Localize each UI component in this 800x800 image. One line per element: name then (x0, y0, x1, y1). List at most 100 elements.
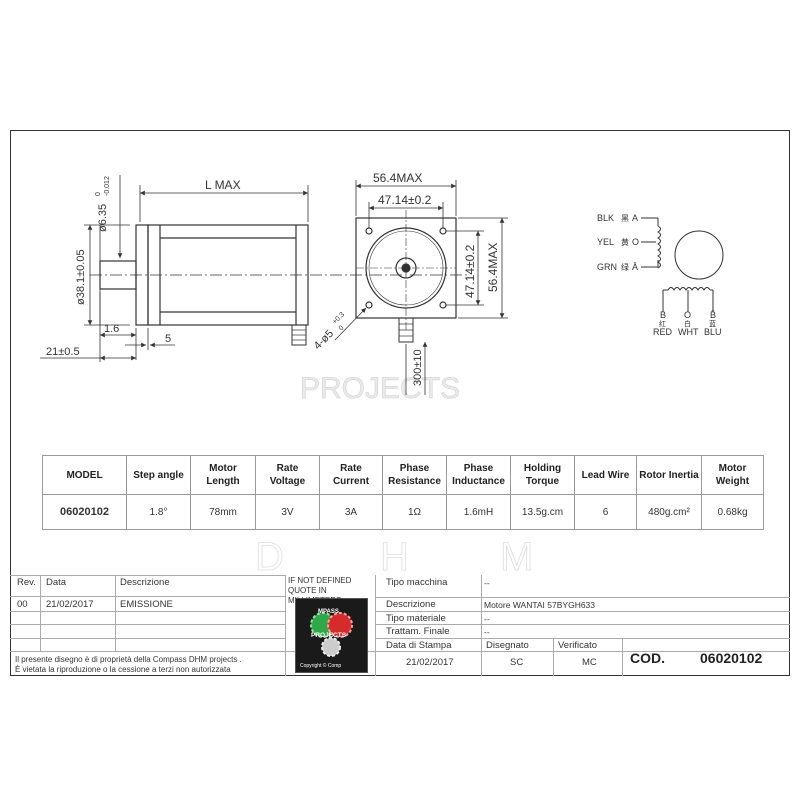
dim-1-6: 1.6 (104, 323, 119, 335)
tb-trattam-label: Trattam. Finale (386, 626, 450, 637)
spec-cell: 3V (255, 494, 320, 530)
tb-line (375, 638, 790, 639)
logo-text-1: MPASS (318, 609, 339, 615)
spec-cell: 78mm (190, 494, 256, 530)
wire-code-a1: YEL (597, 237, 614, 247)
tb-line (481, 575, 482, 651)
tb-line (40, 575, 41, 651)
dim-holes-tol-lower: 0 (338, 325, 346, 333)
wire-code-b0: RED (653, 327, 673, 337)
tb-line (10, 596, 285, 597)
logo-text-2: PROJECTS (311, 632, 347, 639)
spec-header: Phase Inductance (446, 455, 511, 495)
tb-rev-label: Rev. (17, 577, 36, 588)
tb-descrizione-label: Descrizione (120, 577, 170, 588)
tb-line (115, 575, 116, 651)
spec-cell: 480g.cm² (636, 494, 702, 530)
tb-line (10, 624, 285, 625)
wire-phase-b1: O (684, 310, 691, 320)
tb-descrizione2-label: Descrizione (386, 599, 436, 610)
spec-cell: 3A (319, 494, 383, 530)
tb-line (10, 651, 790, 652)
watermark-projects: PROJECTS (300, 372, 460, 405)
spec-header: Lead Wire (574, 455, 637, 495)
wire-phase-a1: O (632, 237, 639, 247)
dim-holes: 4-ø5 (312, 328, 336, 352)
tb-line (375, 597, 790, 598)
wire-phase-b0: B (660, 310, 666, 320)
tb-property-note-2: È vietata la riproduzione o la cessione … (15, 665, 231, 674)
tb-data-stampa-value: 21/02/2017 (406, 657, 454, 668)
dim-21: 21±0.5 (46, 346, 80, 358)
tb-tipo-macchina-value: -- (484, 578, 490, 588)
tb-disegnato-label: Disegnato (486, 640, 529, 651)
spec-header: Rate Voltage (255, 455, 320, 495)
watermark-m: M (500, 535, 533, 579)
drawing-sheet (10, 130, 790, 676)
tb-verificato-value: MC (582, 657, 597, 668)
tb-tipo-materiale-value: -- (484, 614, 490, 624)
tb-cod-label: COD. (630, 650, 665, 666)
wire-cn-b0: 红 (659, 319, 666, 328)
spec-header: Holding Torque (510, 455, 575, 495)
wire-cn-b2: 蓝 (709, 319, 716, 328)
wire-cn-b1: 白 (684, 319, 691, 328)
spec-cell: 13.5g.cm (510, 494, 575, 530)
dim-shaft-tol-upper: 0 (95, 192, 102, 196)
tb-disegnato-value: SC (510, 657, 524, 668)
wire-phase-b2: B̄ (710, 310, 716, 320)
tb-trattam-value: -- (484, 627, 490, 637)
tb-line (10, 638, 285, 639)
dim-pilot-dia: ø38.1±0.05 (75, 249, 87, 305)
tb-line (481, 638, 482, 676)
front-view-dimensions (334, 180, 508, 395)
dim-length: L MAX (205, 178, 241, 192)
tb-line (285, 575, 286, 676)
spec-header: MODEL (42, 455, 127, 495)
watermark: PROJECTS D H M (255, 372, 534, 580)
wire-code-b2: BLU (704, 327, 722, 337)
tb-rev-value: 00 (17, 599, 28, 610)
gear-logo-icon: MPASS PROJECTS Copyright © Comp (300, 609, 353, 669)
spec-header: Phase Resistance (382, 455, 447, 495)
spec-cell: 6 (574, 494, 637, 530)
spec-header: Motor Length (190, 455, 256, 495)
spec-header: Rotor Inertia (636, 455, 702, 495)
tb-property-note-1: Il presente disegno è di proprietà della… (15, 655, 242, 664)
tb-rev-desc: EMISSIONE (120, 599, 173, 610)
dim-shaft-tol-lower: -0.012 (104, 176, 111, 196)
side-view (90, 224, 470, 346)
wire-cn-a0: 黑 (621, 214, 629, 223)
tb-line (10, 575, 285, 576)
spec-header: Step angle (126, 455, 191, 495)
dim-hole-spacing-h: 47.14±0.2 (378, 193, 432, 207)
spec-header-row: MODEL Step angle Motor Length Rate Volta… (42, 455, 764, 495)
front-view (355, 210, 457, 343)
wire-code-b1: WHT (678, 327, 699, 337)
tb-tipo-macchina-label: Tipo macchina (386, 577, 448, 588)
tb-cod-value: 06020102 (700, 650, 763, 666)
wire-cn-a2: 绿 (621, 263, 629, 272)
company-logo: MPASS PROJECTS Copyright © Comp (295, 598, 368, 673)
watermark-h: H (380, 535, 409, 579)
tb-data-stampa-label: Data di Stampa (386, 640, 452, 651)
wire-phase-a0: A (632, 213, 638, 223)
dim-front-height: 56.4MAX (486, 243, 500, 292)
spec-cell: 1.8° (126, 494, 191, 530)
spec-value-row: 06020102 1.8° 78mm 3V 3A 1Ω 1.6mH 13.5g.… (42, 494, 764, 530)
wire-cn-a1: 黄 (621, 237, 629, 247)
dim-front-width: 56.4MAX (373, 171, 422, 185)
spec-cell: 0.68kg (701, 494, 764, 530)
tb-data-label: Data (46, 577, 67, 588)
tb-line (10, 611, 285, 612)
watermark-d: D (255, 535, 284, 579)
spec-cell: 1Ω (382, 494, 447, 530)
dim-shaft-dia: ø6.35 (97, 204, 109, 232)
tb-verificato-label: Verificato (558, 640, 598, 651)
spec-header: Rate Current (319, 455, 383, 495)
spec-table: MODEL Step angle Motor Length Rate Volta… (42, 455, 764, 530)
tb-descrizione2-value: Motore WANTAI 57BYGH633 (484, 600, 596, 610)
tb-line (375, 624, 790, 625)
spec-header: Motor Weight (701, 455, 764, 495)
